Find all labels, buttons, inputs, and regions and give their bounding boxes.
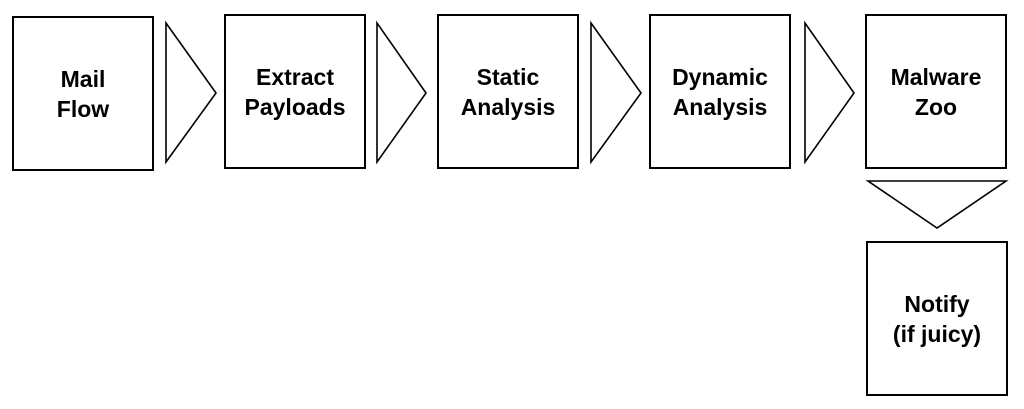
node-label-mail-flow: Mail Flow [56,65,110,122]
node-label-static-analysis: Static Analysis [460,63,556,120]
arrow-extract-to-static [376,20,427,165]
node-label-dynamic-analysis: Dynamic Analysis [672,63,768,120]
node-notify: Notify (if juicy) [866,241,1008,396]
node-malware-zoo: Malware Zoo [865,14,1007,169]
node-label-notify: Notify (if juicy) [892,290,982,347]
node-label-extract-payloads: Extract Payloads [244,63,346,120]
arrow-dynamic-to-zoo [804,20,855,165]
node-static-analysis: Static Analysis [437,14,579,169]
node-dynamic-analysis: Dynamic Analysis [649,14,791,169]
node-extract-payloads: Extract Payloads [224,14,366,169]
arrow-zoo-to-notify [865,180,1009,229]
arrow-mail-to-extract [165,20,217,165]
node-mail-flow: Mail Flow [12,16,154,171]
node-label-malware-zoo: Malware Zoo [890,63,982,120]
arrow-static-to-dynamic [590,20,642,165]
